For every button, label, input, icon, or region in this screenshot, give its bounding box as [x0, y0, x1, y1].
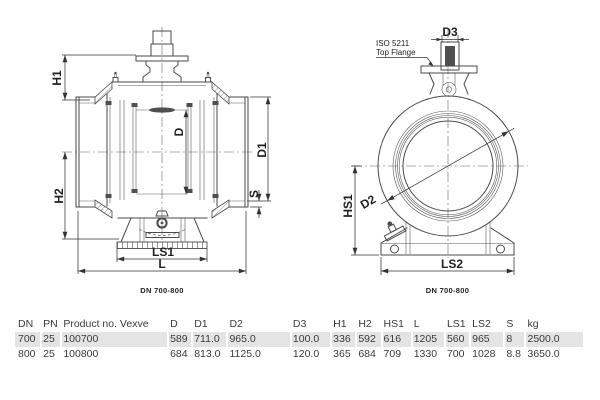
body-shell	[106, 93, 218, 207]
column-header: D3	[289, 317, 330, 332]
table-cell: 592	[355, 332, 381, 347]
table-cell: 1125.0	[226, 347, 289, 362]
centerlines	[62, 27, 252, 252]
drain-fitting	[383, 221, 407, 242]
column-header: kg	[524, 317, 583, 332]
column-header: D2	[226, 317, 289, 332]
dimension-ls1: LS1	[116, 245, 208, 262]
dim-label-h2: H2	[52, 188, 66, 204]
dim-label-ls2: LS2	[441, 257, 463, 271]
dimension-table-container: DN PN Product no. Vexve D D1 D2 D3 H1 H2…	[15, 317, 583, 362]
column-header: DN	[18, 318, 34, 330]
table-cell: 365	[330, 347, 355, 362]
table-cell: 25	[40, 332, 61, 347]
column-header: S	[503, 317, 524, 332]
table-cell: 965.0	[226, 332, 290, 347]
top-flange-note: ISO 5211 Top Flange	[376, 39, 434, 66]
bore-internals	[105, 100, 219, 200]
table-row-dn800: 800 25 100800 684 813.0 1125.0 120.0 365…	[15, 347, 583, 362]
dimension-s: S	[247, 190, 262, 218]
column-header: H1	[330, 317, 355, 332]
table-row-dn700: 700 25 100700 589 711.0 965.0 100.0 336 …	[15, 332, 583, 347]
dim-label-h1: H1	[50, 70, 64, 86]
centerlines	[352, 28, 528, 258]
table-header-row: DN PN Product no. Vexve D D1 D2 D3 H1 H2…	[15, 317, 583, 332]
dimension-d2: D2	[358, 127, 515, 212]
stem	[135, 30, 189, 83]
dimension-d3: D3	[431, 25, 469, 42]
table-cell: 709	[380, 347, 411, 362]
column-header: H2	[355, 317, 380, 332]
dimension-l: L	[77, 211, 247, 274]
table-cell: 2500.0	[524, 332, 583, 347]
column-header: D1	[191, 317, 226, 332]
dimension-h1: H1	[50, 54, 136, 101]
dimension-ls2: LS2	[380, 257, 515, 275]
dimension-h2: H2	[52, 151, 119, 240]
table-cell: 684	[167, 347, 191, 362]
dim-label-d3: D3	[442, 25, 458, 39]
dim-label-l: L	[158, 257, 165, 271]
table-cell: 700	[15, 332, 41, 347]
stem-front	[420, 41, 478, 97]
base-front	[380, 221, 515, 256]
table-cell: 684	[355, 347, 380, 362]
column-header: D	[167, 317, 191, 332]
table-cell: 700	[443, 347, 469, 362]
table-cell: 25	[40, 347, 60, 362]
dimension-d: D	[172, 109, 189, 195]
table-cell: 1330	[410, 347, 444, 362]
table-cell: 589	[167, 332, 192, 347]
weld-end-right	[228, 96, 249, 208]
dimension-d1: D1	[247, 96, 271, 202]
table-cell: 120.0	[289, 347, 330, 362]
table-cell: 813.0	[191, 347, 226, 362]
dim-label-s: S	[247, 190, 261, 198]
table-cell: 100.0	[289, 332, 331, 347]
table-cell: 336	[330, 332, 356, 347]
table-cell: 8.8	[503, 347, 524, 362]
table-cell: 3650.0	[524, 347, 583, 362]
table-cell: 800	[18, 348, 36, 360]
dimension-table: DN PN Product no. Vexve D D1 D2 D3 H1 H2…	[15, 317, 583, 362]
table-cell: 560	[443, 332, 470, 347]
table-cell: 100700	[60, 332, 168, 347]
valve-drawings: H1 H2 D D1 S LS1 L	[50, 25, 528, 295]
table-cell: 965	[469, 332, 504, 347]
column-header: LS1	[443, 317, 469, 332]
dimension-hs1: HS1	[341, 165, 379, 256]
column-header: HS1	[380, 317, 411, 332]
body-top-cap	[111, 71, 213, 86]
column-header: L	[410, 317, 444, 332]
flange-note-line1: ISO 5211	[376, 39, 410, 48]
bottom-support	[116, 210, 208, 249]
weld-end-left	[75, 96, 96, 208]
column-header: LS2	[469, 317, 503, 332]
column-header: PN	[40, 317, 60, 332]
dim-label-d: D	[172, 127, 186, 136]
table-cell: 8	[503, 332, 525, 347]
dim-label-hs1: HS1	[341, 194, 355, 218]
side-view-caption: DN 700-800	[140, 286, 183, 295]
table-cell: 1028	[469, 347, 503, 362]
table-cell: 616	[380, 332, 411, 347]
table-cell: 100800	[60, 347, 167, 362]
front-view-caption: DN 700-800	[426, 286, 469, 295]
column-header: Product no. Vexve	[60, 317, 167, 332]
table-cell: 1205	[410, 332, 444, 347]
flange-note-line2: Top Flange	[376, 48, 416, 57]
dim-label-d1: D1	[255, 142, 269, 158]
dim-label-d2: D2	[358, 192, 379, 212]
side-view-drawing: H1 H2 D D1 S LS1 L	[50, 27, 271, 295]
table-cell: 711.0	[191, 332, 227, 347]
dim-label-ls1: LS1	[152, 245, 174, 259]
body-cones	[94, 81, 230, 219]
front-view-drawing: D2 D3 ISO 5211 Top Flange	[341, 25, 528, 295]
